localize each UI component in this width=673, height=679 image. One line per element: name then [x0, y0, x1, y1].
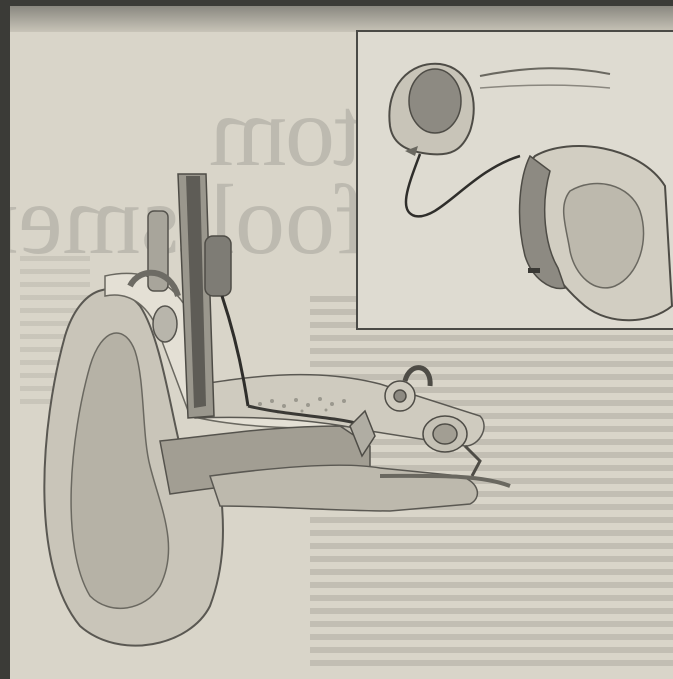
cochlear-nerve: [465, 446, 480, 476]
headpiece-magnet: [153, 306, 177, 342]
semicircular-canal-1-hole: [394, 390, 406, 402]
inset-processor-button: [409, 69, 461, 133]
inset-top-wire-2: [480, 85, 610, 88]
inset-bte-marker: [528, 268, 540, 273]
newspaper-page: dge bottom Eight fooltsmen: [10, 6, 673, 679]
inset-cable: [406, 154, 520, 216]
ear-anatomy-illustration: [10, 6, 673, 679]
inset-top-wire: [480, 68, 610, 76]
cochlea-inner: [433, 424, 457, 444]
implant-receiver: [205, 236, 231, 296]
inset-drawing: [389, 64, 672, 321]
lower-tissue: [210, 465, 477, 511]
